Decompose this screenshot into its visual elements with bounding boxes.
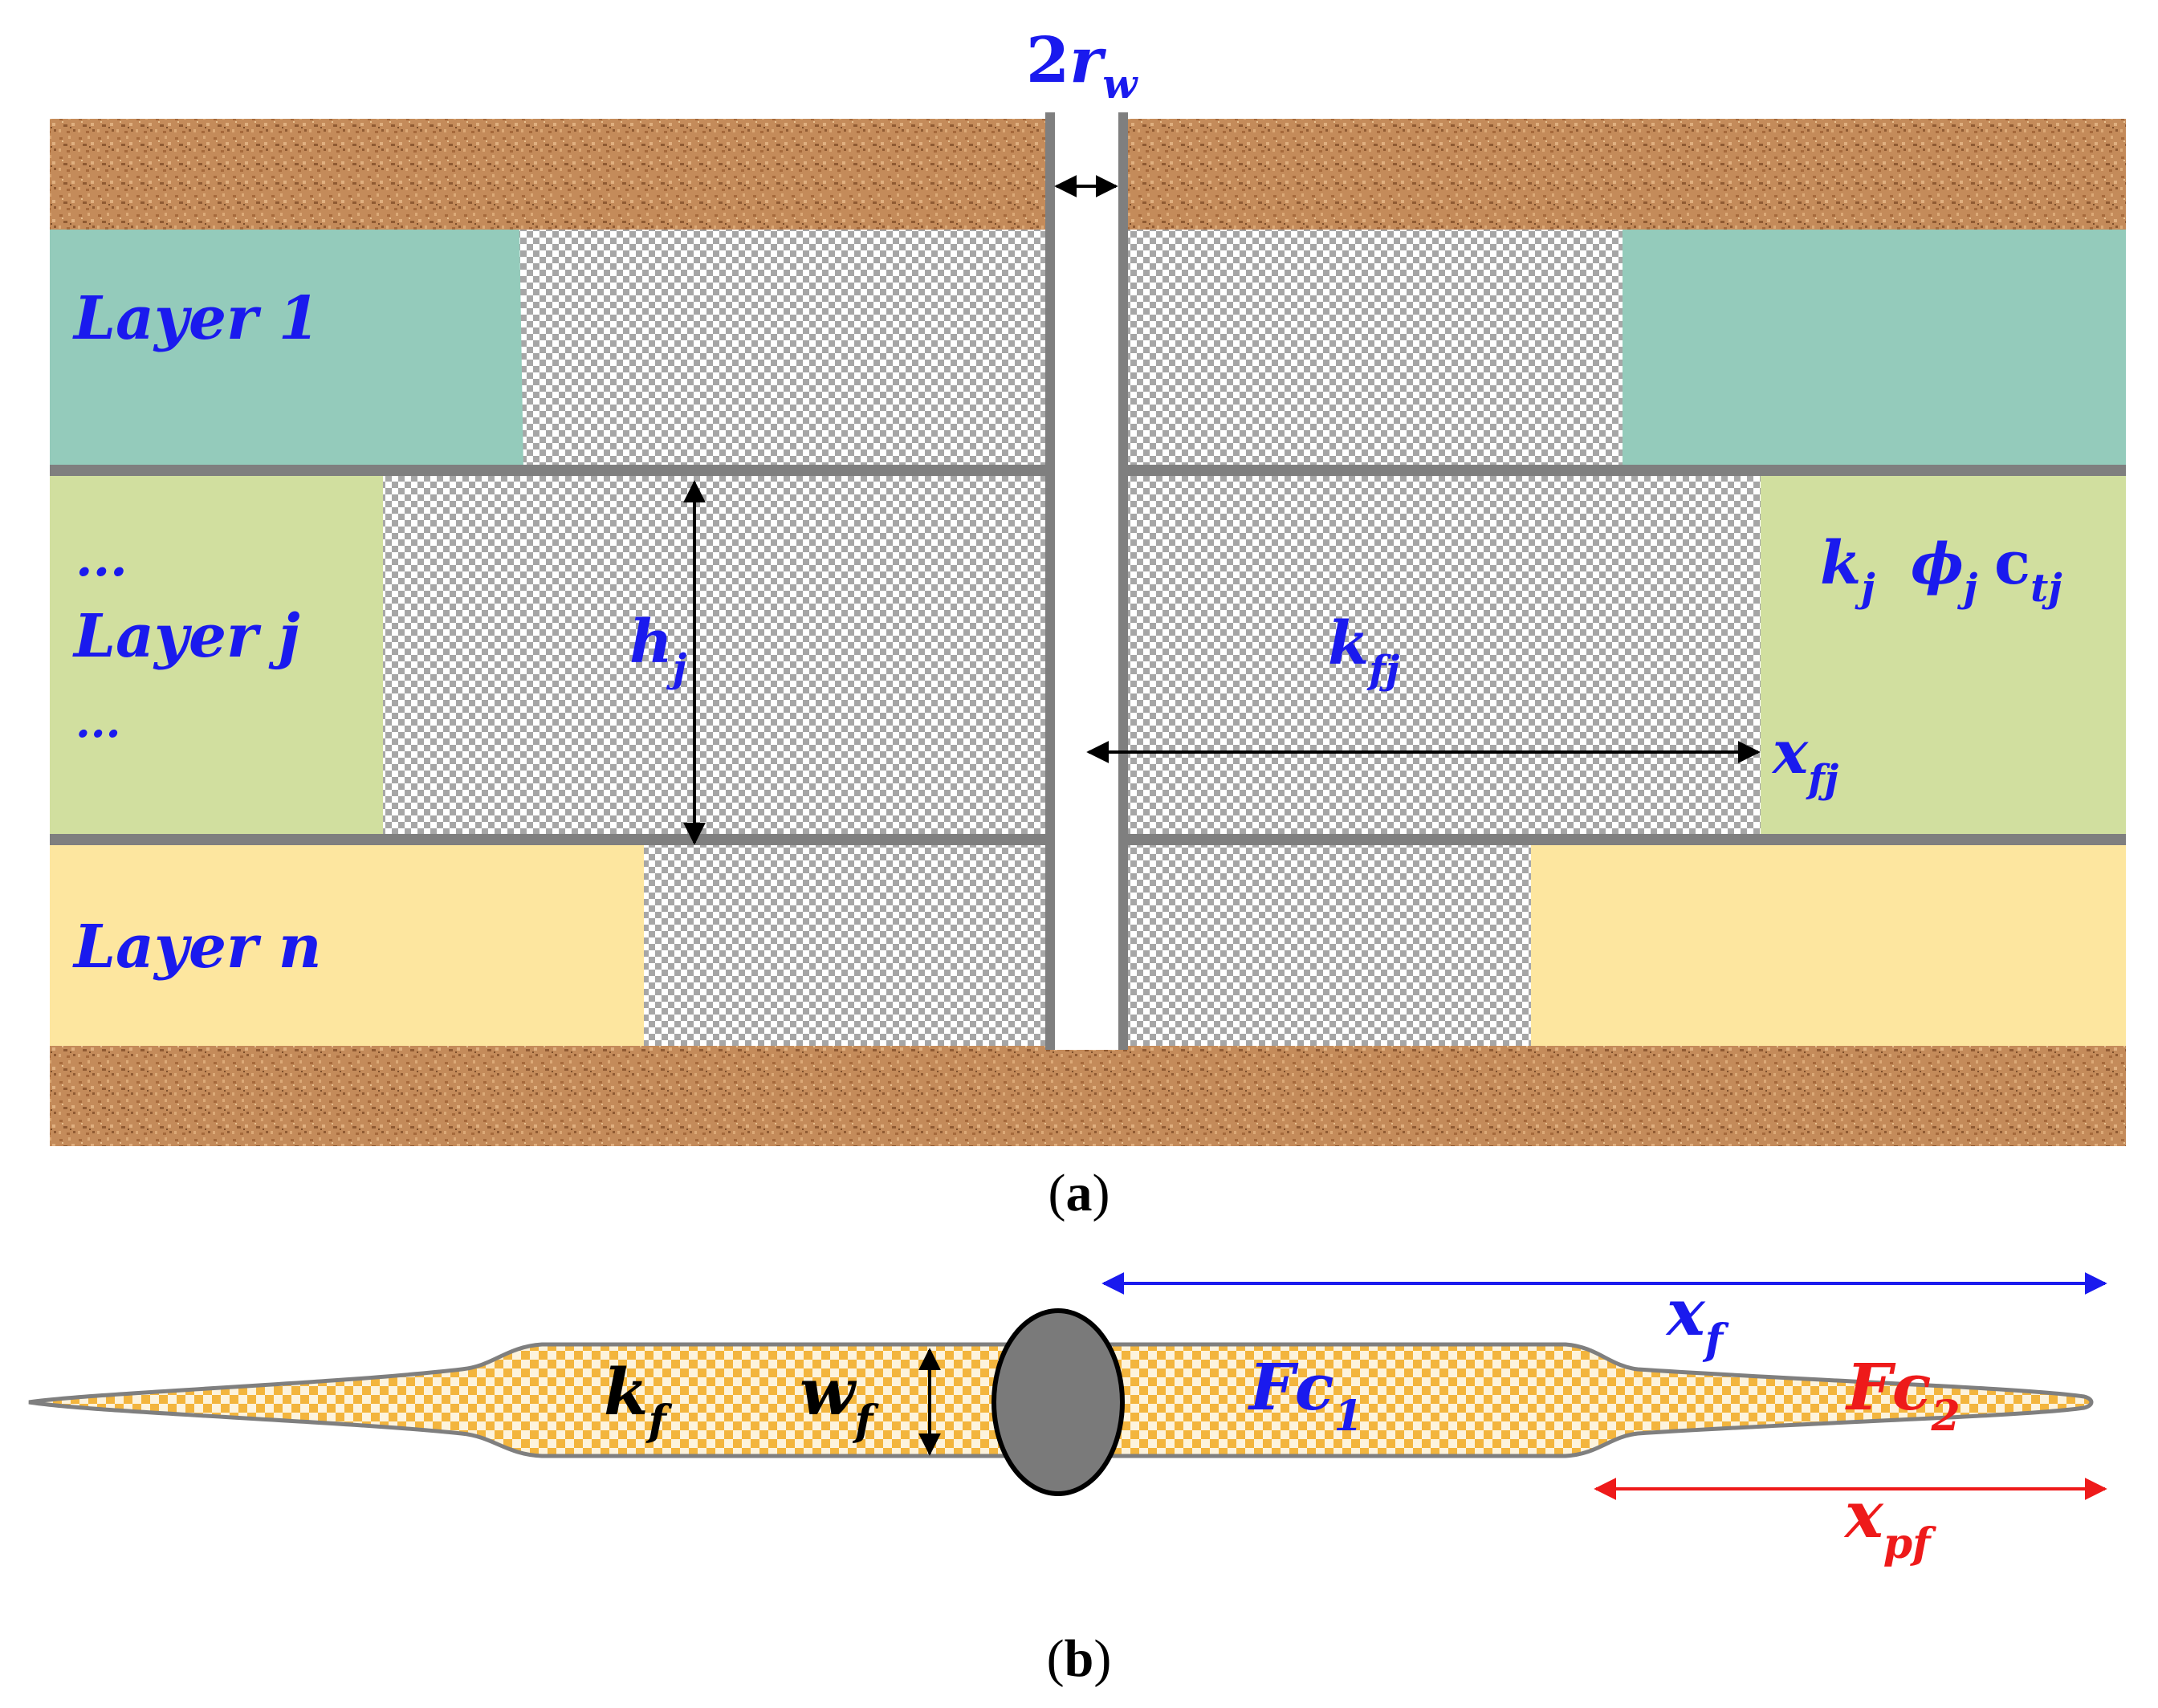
xpf-label: xpf [1843,1477,1936,1568]
xf-label: xf [1665,1275,1729,1364]
wellbore-wall-right [1118,112,1128,1050]
fc2-label: Fc2 [1845,1349,1961,1441]
kj-label: kj [1820,529,1875,611]
layerj-label: Layer j [72,602,300,671]
layer1-label: Layer 1 [72,284,320,353]
layern-label: Layer n [72,913,322,982]
panel-b: kf wf Fc1 Fc2 xf xpf (b) [28,1272,2107,1688]
xfj-label: xfj [1771,718,1838,802]
wellbore-wall-left [1045,112,1055,1050]
wellbore-cross-section [991,1308,1125,1496]
fc1-label: Fc1 [1248,1349,1363,1441]
kfj-label: kfj [1328,609,1399,693]
layerj-dots-bottom: ... [75,696,120,747]
hj-label: hj [629,608,686,691]
layerj-dots-top: ... [75,529,128,588]
caption-b: (b) [1047,1629,1112,1688]
phij-label: ϕj [1911,531,1977,611]
panel-a: Layer 1 ... Layer j ... Layer n 2rw hj k… [50,24,2126,1222]
ctj-label: ctj [1994,529,2062,611]
rw-label: 2rw [1026,24,1138,108]
kf-label: kf [604,1354,672,1446]
bottom-rock-band [50,1046,2126,1146]
wellbore [1045,112,1126,1050]
caption-a: (a) [1048,1164,1110,1222]
